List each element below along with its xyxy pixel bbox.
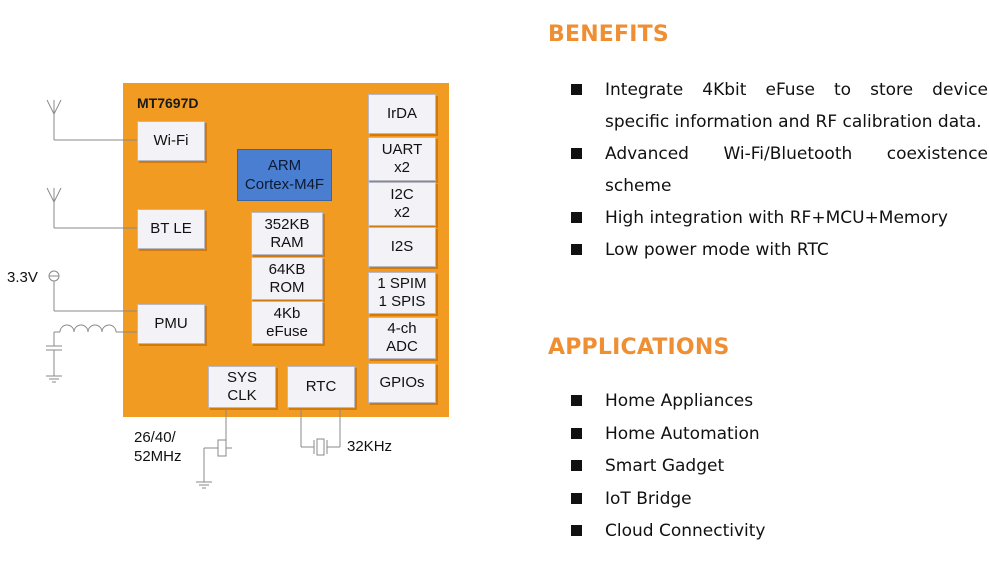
cpu-block: ARM Cortex-M4F xyxy=(237,149,332,201)
chip-name: MT7697D xyxy=(137,95,199,111)
list-item: Cloud Connectivity xyxy=(548,515,968,548)
i2s-block: I2S xyxy=(368,227,436,267)
pmu-block: PMU xyxy=(137,304,205,344)
list-item: Home Automation xyxy=(548,418,968,451)
ram-block: 352KB RAM xyxy=(251,212,323,255)
rom-block: 64KB ROM xyxy=(251,257,323,300)
bullet-square-icon xyxy=(571,525,582,536)
sys-crystal-icon xyxy=(196,408,232,489)
rtc-crystal-icon xyxy=(300,408,341,456)
bullet-square-icon xyxy=(571,492,582,504)
rtc-block: RTC xyxy=(287,366,355,408)
bt-le-block: BT LE xyxy=(137,209,205,249)
list-item: Advanced Wi-Fi/Bluetooth coexistence sch… xyxy=(548,138,988,202)
applications-title: APPLICATIONS xyxy=(548,335,730,360)
power-supply-line xyxy=(48,270,137,312)
adc-block: 4-ch ADC xyxy=(368,317,436,359)
bt-antenna-icon xyxy=(46,187,137,229)
applications-list: Home Appliances Home Automation Smart Ga… xyxy=(548,385,968,548)
rtc-crystal-label: 32KHz xyxy=(347,438,393,455)
list-item: Home Appliances xyxy=(548,385,968,418)
voltage-label: 3.3V xyxy=(7,269,38,286)
bullet-square-icon xyxy=(571,84,582,95)
wifi-antenna-icon xyxy=(46,99,137,141)
benefits-title: BENEFITS xyxy=(548,22,669,47)
capacitor-icon xyxy=(46,345,62,376)
bullet-square-icon xyxy=(571,460,582,471)
bullet-square-icon xyxy=(571,212,582,223)
wifi-block: Wi-Fi xyxy=(137,121,205,161)
sys-clk-block: SYS CLK xyxy=(208,366,276,408)
list-item: Low power mode with RTC xyxy=(548,234,988,266)
list-item: Smart Gadget xyxy=(548,450,968,483)
irda-block: IrDA xyxy=(368,94,436,134)
ground-icon xyxy=(46,375,62,383)
list-item: IoT Bridge xyxy=(548,483,968,516)
list-item: High integration with RF+MCU+Memory xyxy=(548,202,988,234)
inductor-icon xyxy=(53,324,137,346)
sys-crystal-label: 26/40/ 52MHz xyxy=(134,429,182,465)
uart-block: UART x2 xyxy=(368,137,436,181)
gpio-block: GPIOs xyxy=(368,363,436,403)
bullet-square-icon xyxy=(571,427,582,439)
i2c-block: I2C x2 xyxy=(368,182,436,226)
spi-block: 1 SPIM 1 SPIS xyxy=(368,272,436,314)
bullet-square-icon xyxy=(571,148,582,159)
bullet-square-icon xyxy=(571,244,582,255)
efuse-block: 4Kb eFuse xyxy=(251,301,323,344)
benefits-list: Integrate 4Kbit eFuse to store device sp… xyxy=(548,74,988,266)
bullet-square-icon xyxy=(571,395,582,406)
list-item: Integrate 4Kbit eFuse to store device sp… xyxy=(548,74,988,138)
